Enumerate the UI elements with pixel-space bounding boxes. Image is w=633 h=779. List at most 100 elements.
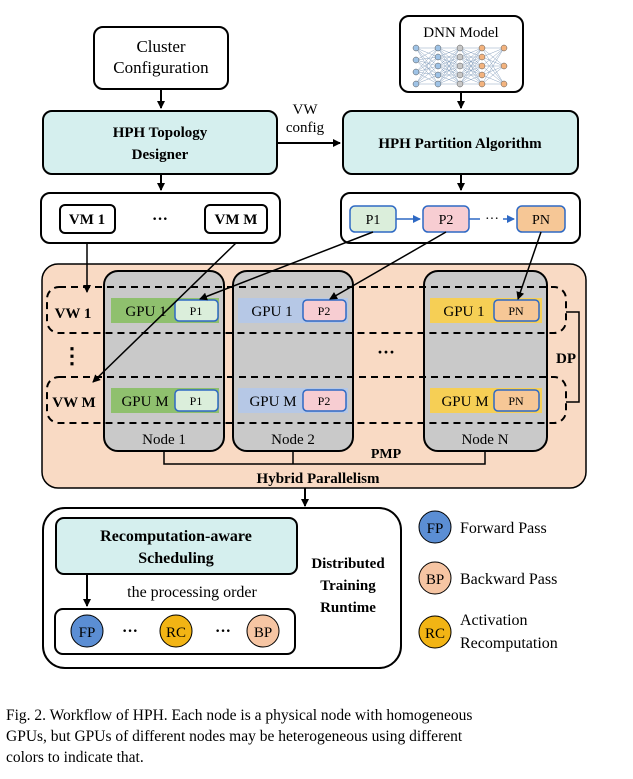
nn-neuron xyxy=(434,62,442,70)
nn-neuron xyxy=(478,62,486,70)
nn-edge xyxy=(437,74,461,85)
figure-caption: Fig. 2. Workflow of HPH. Each node is a … xyxy=(6,705,624,768)
legend-bp-circle xyxy=(418,561,452,595)
hph-topology-designer-box: HPH Topology Designer xyxy=(42,110,278,175)
nn-neuron xyxy=(456,53,464,61)
legend-fp-text: Forward Pass xyxy=(460,520,547,537)
nn-edge xyxy=(481,74,505,85)
nn-edge xyxy=(481,65,505,76)
partition-p2-label: P2 xyxy=(439,213,454,228)
nn-edge xyxy=(437,47,461,58)
legend-bp-text: Backward Pass xyxy=(460,571,557,588)
nn-neuron xyxy=(434,44,442,52)
arrow-p2-to-node2 xyxy=(329,231,447,300)
scheduling-box xyxy=(55,517,298,575)
nn-edge xyxy=(459,56,483,85)
workflow-diagram: Cluster Configuration DNN Model HPH Topo… xyxy=(40,15,587,669)
legend-rc-text-line2: Recomputation xyxy=(460,635,558,652)
nn-neuron xyxy=(456,62,464,70)
hybrid-parallelism-label: Hybrid Parallelism xyxy=(257,471,380,487)
nn-edge xyxy=(415,59,439,85)
nn-edge xyxy=(415,56,439,61)
partition-p1-label: P1 xyxy=(366,213,381,228)
vw-last-label: VW M xyxy=(52,395,95,411)
pmp-label: PMP xyxy=(371,447,402,462)
nn-edge xyxy=(459,47,483,67)
node2-label: Node 2 xyxy=(271,432,315,448)
node2-part-top: P2 xyxy=(318,304,331,318)
cluster-config-line2: Configuration xyxy=(113,58,209,77)
nn-neuron xyxy=(478,44,486,52)
nn-edge xyxy=(415,71,439,76)
node1-part-bottom: P1 xyxy=(190,394,203,408)
dp-bracket xyxy=(566,311,580,403)
runtime-title-line1: Distributed xyxy=(311,556,385,572)
runtime-title-line2: Training xyxy=(320,578,376,594)
noden-gpu-bottom-label: GPU M xyxy=(441,394,488,410)
nn-neuron xyxy=(478,80,486,88)
nn-neuron xyxy=(478,53,486,61)
node-ellipsis: ··· xyxy=(377,342,395,362)
nn-neuron xyxy=(456,71,464,79)
seq-bp-circle xyxy=(246,614,280,648)
nn-edge xyxy=(415,59,439,67)
nn-edge xyxy=(415,47,439,85)
nn-edge xyxy=(415,56,439,73)
runtime-title-line3: Runtime xyxy=(320,600,376,616)
seq-rc-circle xyxy=(159,614,193,648)
vm-row: VM 1 ··· VM M xyxy=(40,192,281,244)
nn-edge xyxy=(459,47,483,85)
legend-rc-circle xyxy=(418,615,452,649)
nn-edge xyxy=(415,47,439,58)
vw-first-label: VW 1 xyxy=(55,306,92,322)
scheduling-line2: Scheduling xyxy=(138,550,214,567)
nn-edge xyxy=(459,74,483,85)
nn-neuron xyxy=(434,53,442,61)
partition-pn-label: PN xyxy=(532,213,550,228)
seq-fp-circle xyxy=(70,614,104,648)
nn-edge xyxy=(437,47,461,85)
arrow-pn-to-noden xyxy=(516,231,542,300)
nn-edge xyxy=(437,47,461,67)
noden-label: Node N xyxy=(461,432,508,448)
legend-rc-abbr: RC xyxy=(425,626,445,642)
node1-gpu-bottom-label: GPU M xyxy=(121,394,168,410)
nn-edge xyxy=(459,47,483,58)
nn-edge xyxy=(437,47,461,76)
vm-last-label: VM M xyxy=(215,212,258,228)
nn-edge xyxy=(437,65,461,85)
vm-first-label: VM 1 xyxy=(69,212,105,228)
scheduling-line1: Recomputation-aware xyxy=(100,528,252,545)
node2-part-bottom: P2 xyxy=(318,394,331,408)
seq-fp-label: FP xyxy=(79,625,96,641)
dnn-model-label: DNN Model xyxy=(423,25,498,41)
dp-label: DP xyxy=(556,351,576,367)
hph-partition-algorithm-box: HPH Partition Algorithm xyxy=(342,110,579,175)
arrow-p1-to-node1 xyxy=(199,231,374,301)
nn-neuron xyxy=(500,80,508,88)
nn-edge xyxy=(437,56,461,85)
nn-neuron xyxy=(500,44,508,52)
caption-line-2: GPUs, but GPUs of different nodes may be… xyxy=(6,728,463,745)
nn-edge xyxy=(481,47,505,58)
vw-config-line1: VW xyxy=(293,102,319,118)
nn-edge xyxy=(459,65,483,85)
cluster-configuration-box: Cluster Configuration xyxy=(93,26,229,90)
nn-edge xyxy=(415,47,439,61)
dnn-model-box: DNN Model xyxy=(399,15,524,93)
vm-ellipsis: ··· xyxy=(152,211,168,228)
nn-edge xyxy=(459,47,483,76)
vw-vertical-ellipsis: ⋮ xyxy=(61,343,83,368)
vm-first-box xyxy=(59,204,116,234)
legend-bp-abbr: BP xyxy=(426,572,444,588)
seq-ellipsis-2: ··· xyxy=(215,623,231,640)
nn-neuron xyxy=(456,44,464,52)
legend-rc-text-line1: Activation xyxy=(460,612,528,629)
noden-part-top: PN xyxy=(508,304,524,318)
cluster-config-line1: Cluster xyxy=(136,37,185,56)
legend-fp-abbr: FP xyxy=(427,521,444,537)
nn-neuron xyxy=(412,80,420,88)
nn-edge xyxy=(415,65,439,73)
partition-algorithm-label: HPH Partition Algorithm xyxy=(378,136,542,152)
seq-rc-label: RC xyxy=(166,625,186,641)
